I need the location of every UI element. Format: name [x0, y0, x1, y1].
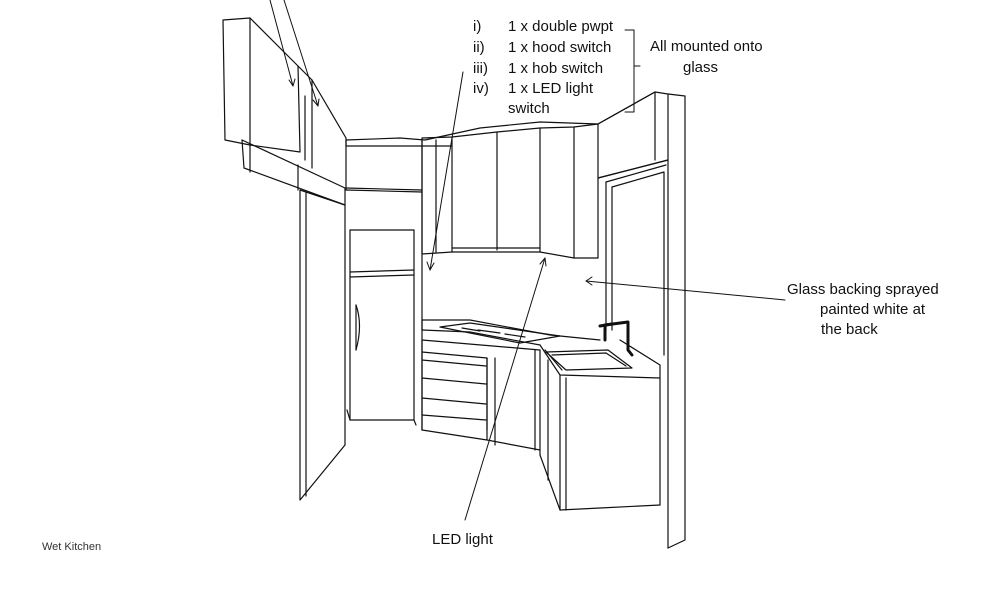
list-text-continued: switch: [508, 100, 550, 117]
list-number: iii): [473, 60, 488, 77]
glass-note-line2: painted white at: [820, 301, 926, 318]
back-wall-outline: [346, 92, 655, 430]
annotation-arrows: [270, 0, 785, 520]
tap-icon: [600, 322, 632, 355]
glass-note-line1: Glass backing sprayed: [787, 281, 939, 298]
list-number: iv): [473, 80, 489, 97]
countertop: [422, 320, 600, 350]
list-text: 1 x LED light: [508, 80, 594, 97]
list-number: i): [473, 18, 482, 35]
list-text: 1 x hob switch: [508, 60, 604, 77]
upper-wall-cabinets: [422, 124, 598, 258]
sink-counter: [540, 340, 660, 510]
left-side-panel: [300, 190, 345, 500]
list-text: 1 x double pwpt: [508, 18, 614, 35]
mounted-note-line1: All mounted onto: [650, 38, 763, 55]
right-upper-panel: [598, 92, 685, 548]
refrigerator: [347, 230, 416, 425]
mounted-note-line2: glass: [683, 59, 719, 76]
led-light-label: LED light: [432, 531, 493, 548]
left-upper-cabinet: [223, 18, 346, 205]
lower-cabinets: [422, 340, 540, 455]
list-text: 1 x hood switch: [508, 39, 612, 56]
list-number: ii): [473, 39, 485, 56]
glass-note-line3: the back: [821, 321, 878, 338]
figure-caption: Wet Kitchen: [42, 541, 102, 553]
